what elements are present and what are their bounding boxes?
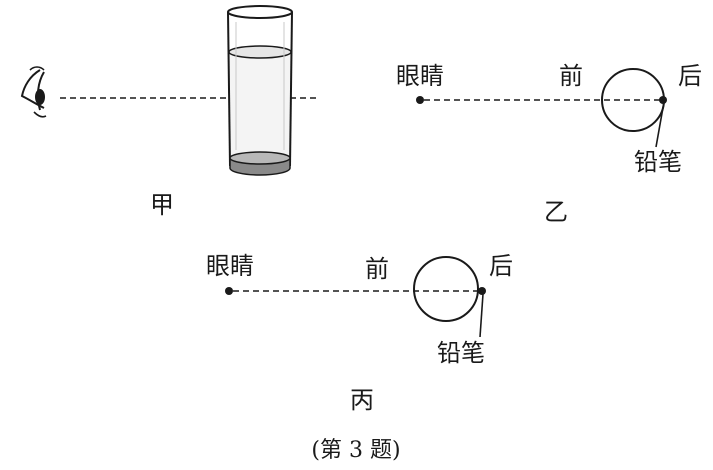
panel-bing: 眼睛 前 后 铅笔 丙 (206, 252, 513, 414)
figure-caption: (第 3 题) (311, 438, 400, 463)
pencil-point (478, 287, 486, 295)
front-label: 前 (559, 62, 583, 90)
panel-jia: 甲 (20, 5, 318, 219)
panel-yi: 眼睛 前 后 铅笔 乙 (396, 62, 702, 226)
pencil-label: 铅笔 (634, 148, 682, 176)
back-label: 后 (678, 62, 702, 90)
back-label: 后 (489, 252, 513, 280)
eye-label: 眼睛 (206, 252, 254, 280)
eye-point (416, 96, 424, 104)
eye-label: 眼睛 (396, 62, 444, 90)
pencil-point (659, 96, 667, 104)
panel-label-jia: 甲 (150, 191, 174, 219)
pencil-leader-line (479, 293, 484, 338)
pencil-leader-line (655, 101, 665, 148)
water-glass (227, 5, 293, 176)
front-label: 前 (365, 255, 389, 283)
panel-label-bing: 丙 (350, 386, 374, 414)
eye-point (225, 287, 233, 295)
eye-icon (20, 66, 47, 118)
glass-cross-section (413, 256, 479, 322)
panel-label-yi: 乙 (544, 198, 568, 226)
pencil-label: 铅笔 (437, 339, 485, 367)
